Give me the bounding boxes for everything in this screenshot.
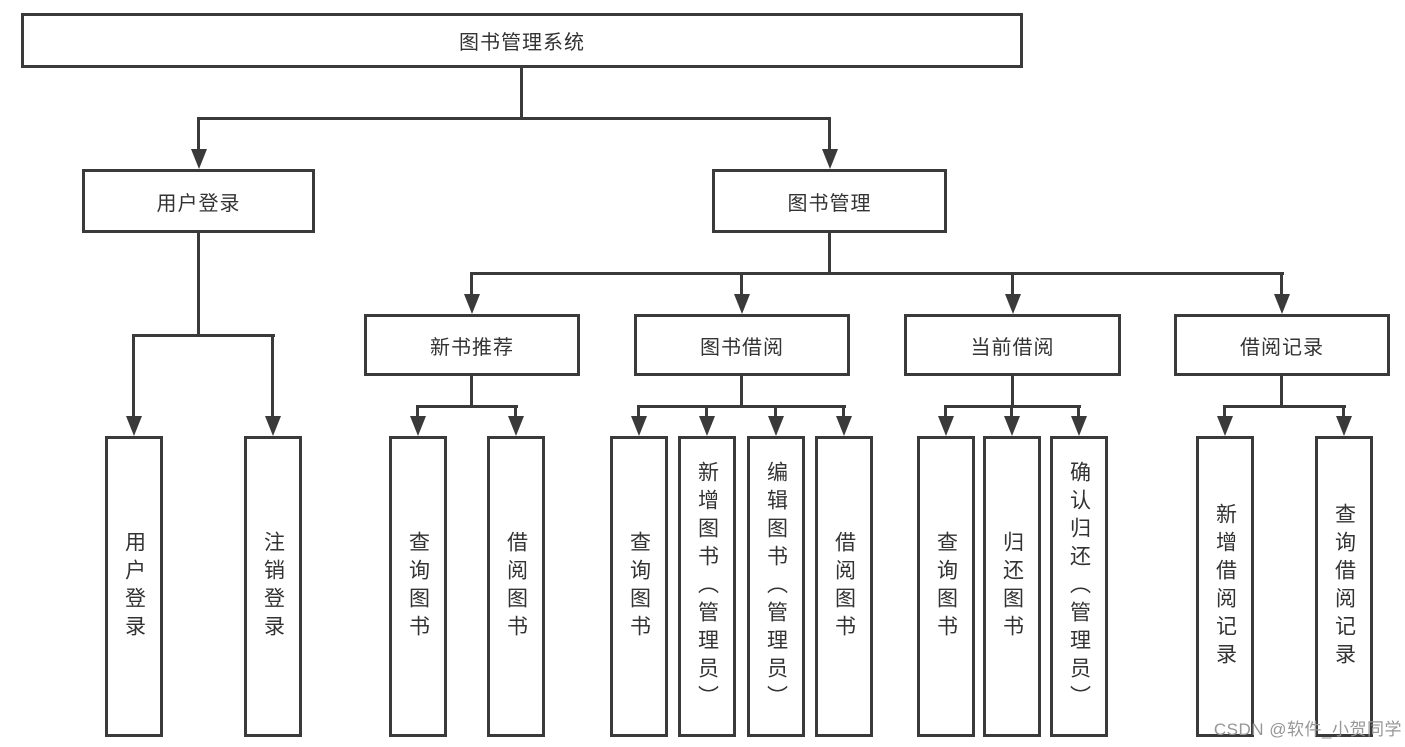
node-label: 查询借阅记录 — [1332, 502, 1356, 671]
node-borrowing-records: 借阅记录 — [1174, 314, 1390, 376]
node-label: 借阅图书 — [504, 530, 528, 643]
node-label: 用户登录 — [122, 530, 146, 643]
connector-arrow-leaf-logout — [271, 334, 274, 416]
connector-arrow-user-login — [197, 117, 200, 149]
node-leaf-confirm-return-admin: 确认归还（管理员） — [1050, 436, 1108, 737]
node-leaf-edit-book-admin: 编辑图书（管理员） — [747, 436, 805, 737]
node-label: 图书借阅 — [700, 336, 784, 359]
node-leaf-user-login: 用户登录 — [105, 436, 163, 737]
node-new-book-recommendation: 新书推荐 — [364, 314, 580, 376]
connector-book-borrow-stem — [740, 376, 743, 408]
connector-arrow-query-book-3 — [944, 405, 947, 416]
node-label: 用户登录 — [156, 192, 241, 215]
node-label: 注销登录 — [261, 530, 285, 643]
connector-arrow-query-book-2 — [637, 405, 640, 416]
connector-arrow-query-book-1 — [416, 405, 419, 416]
connector-arrow-book-borrow — [740, 272, 743, 294]
node-current-borrowing: 当前借阅 — [904, 314, 1121, 376]
connector-new-book-rec-branch — [416, 405, 518, 408]
node-label: 编辑图书（管理员） — [764, 460, 788, 713]
connector-arrow-leaf-user-login — [132, 334, 135, 416]
connector-root-stem — [520, 68, 523, 120]
node-leaf-return-book: 归还图书 — [983, 436, 1041, 737]
connector-book-borrow-branch — [637, 405, 846, 408]
node-label: 借阅图书 — [832, 530, 856, 643]
node-leaf-add-book-admin: 新增图书（管理员） — [678, 436, 736, 737]
connector-book-management-branch — [470, 272, 1284, 275]
node-leaf-query-book-1: 查询图书 — [389, 436, 447, 737]
node-label: 查询图书 — [934, 530, 958, 643]
node-label: 新书推荐 — [430, 336, 514, 359]
node-user-login: 用户登录 — [82, 169, 315, 233]
node-leaf-add-borrow-record: 新增借阅记录 — [1196, 436, 1254, 737]
connector-root-branch — [197, 117, 831, 120]
node-label: 归还图书 — [1000, 530, 1024, 643]
node-label: 当前借阅 — [970, 336, 1055, 359]
node-book-management: 图书管理 — [712, 169, 947, 233]
connector-user-login-branch — [132, 334, 275, 337]
node-leaf-query-book-2: 查询图书 — [610, 436, 668, 737]
node-label: 图书管理 — [787, 192, 872, 215]
connector-arrow-borrow-book-1 — [514, 405, 517, 416]
connector-arrow-confirm-return — [1077, 405, 1080, 416]
node-library-management-system: 图书管理系统 — [21, 13, 1023, 68]
connector-book-management-stem — [828, 233, 831, 275]
node-label: 图书管理系统 — [459, 32, 585, 54]
csdn-watermark: CSDN @软件_小贺同学 — [1213, 720, 1402, 739]
node-label: 查询图书 — [627, 530, 651, 643]
connector-arrow-add-borrow-record — [1223, 405, 1226, 416]
connector-arrow-return-book — [1010, 405, 1013, 416]
connector-arrow-query-borrow-record — [1342, 405, 1345, 416]
node-leaf-borrow-book-1: 借阅图书 — [487, 436, 545, 737]
connector-arrow-edit-book — [774, 405, 777, 416]
node-label: 新增借阅记录 — [1213, 502, 1237, 671]
connector-user-login-stem — [197, 233, 200, 337]
connector-arrow-book-management — [828, 117, 831, 149]
node-label: 新增图书（管理员） — [695, 460, 719, 713]
connector-arrow-current-borrow — [1011, 272, 1014, 294]
connector-arrow-new-book-rec — [470, 272, 473, 294]
node-leaf-query-book-3: 查询图书 — [917, 436, 975, 737]
node-label: 查询图书 — [406, 530, 430, 643]
node-leaf-query-borrow-record: 查询借阅记录 — [1315, 436, 1373, 737]
connector-borrow-record-stem — [1280, 376, 1283, 408]
connector-current-borrow-stem — [1011, 376, 1014, 408]
connector-arrow-borrow-record — [1280, 272, 1283, 294]
node-leaf-logout: 注销登录 — [244, 436, 302, 737]
connector-borrow-record-branch — [1223, 405, 1346, 408]
connector-new-book-rec-stem — [470, 376, 473, 408]
node-label: 借阅记录 — [1240, 336, 1324, 359]
connector-arrow-borrow-book-2 — [842, 405, 845, 416]
node-label: 确认归还（管理员） — [1067, 460, 1091, 713]
connector-arrow-add-book — [705, 405, 708, 416]
node-leaf-borrow-book-2: 借阅图书 — [815, 436, 873, 737]
node-book-borrowing: 图书借阅 — [634, 314, 850, 376]
